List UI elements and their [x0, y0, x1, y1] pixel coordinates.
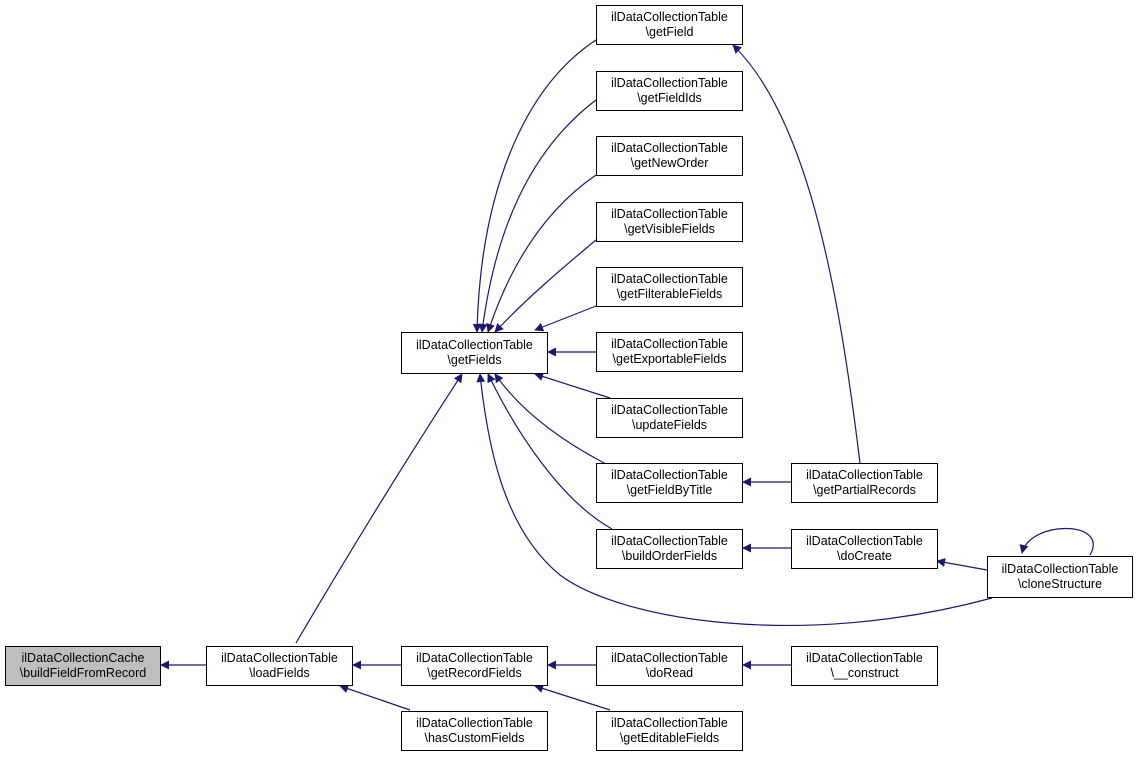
edge-updateFields-getFields — [534, 372, 611, 399]
node-method-label: \buildFieldFromRecord — [19, 666, 147, 680]
node-method-label: \getFilterableFields — [616, 287, 723, 301]
edge-getNewOrder-getFields — [486, 174, 597, 333]
node-construct[interactable]: ilDataCollectionTable \__construct — [791, 646, 938, 686]
edge-hasCustomFields-loadFields — [339, 684, 411, 711]
node-method-label: \getExportableFields — [612, 352, 727, 366]
node-class-label: ilDataCollectionTable — [416, 716, 533, 730]
node-method-label: \getRecordFields — [427, 666, 522, 680]
node-method-label: \getPartialRecords — [813, 483, 916, 497]
edge-buildOrderFields-getFields — [487, 373, 613, 530]
node-method-label: \getField — [645, 25, 694, 39]
node-loadFields[interactable]: ilDataCollectionTable \loadFields — [206, 646, 353, 686]
node-class-label: ilDataCollectionTable — [1001, 562, 1119, 576]
node-doCreate[interactable]: ilDataCollectionTable \doCreate — [791, 529, 938, 569]
node-class-label: ilDataCollectionTable — [806, 468, 923, 482]
node-class-label: ilDataCollectionTable — [221, 651, 338, 665]
node-getFilterableFields[interactable]: ilDataCollectionTable \getFilterableFiel… — [596, 267, 743, 307]
node-hasCustomFields[interactable]: ilDataCollectionTable \hasCustomFields — [401, 711, 548, 751]
node-method-label: \cloneStructure — [1017, 577, 1103, 591]
edge-cloneStructure-getFields — [476, 373, 993, 627]
node-class-label: ilDataCollectionTable — [416, 338, 533, 352]
edge-cloneStructure-self-loop — [1019, 527, 1094, 556]
node-class-label: ilDataCollectionTable — [611, 10, 728, 24]
edge-getField-getFields — [472, 39, 597, 333]
edge-getFieldByTitle-getFields — [494, 373, 607, 465]
edge-getPartialRecords-getField — [732, 44, 861, 464]
node-getPartialRecords[interactable]: ilDataCollectionTable \getPartialRecords — [791, 463, 938, 503]
node-doRead[interactable]: ilDataCollectionTable \doRead — [596, 646, 743, 686]
node-cloneStructure[interactable]: ilDataCollectionTable \cloneStructure — [987, 556, 1133, 598]
node-getNewOrder[interactable]: ilDataCollectionTable \getNewOrder — [596, 136, 743, 176]
node-getFields[interactable]: ilDataCollectionTable \getFields — [401, 332, 548, 374]
edge-getFilterableFields-getFields — [534, 305, 597, 332]
node-method-label: \doCreate — [837, 549, 892, 563]
node-class-label: ilDataCollectionTable — [611, 76, 728, 90]
edge-getFieldIds-getFields — [478, 99, 597, 333]
node-method-label: \loadFields — [249, 666, 310, 680]
node-class-label: ilDataCollectionTable — [611, 207, 728, 221]
node-getFieldByTitle[interactable]: ilDataCollectionTable \getFieldByTitle — [596, 463, 743, 503]
node-class-label: ilDataCollectionTable — [611, 651, 728, 665]
node-class-label: ilDataCollectionTable — [611, 337, 728, 351]
node-getRecordFields[interactable]: ilDataCollectionTable \getRecordFields — [401, 646, 548, 686]
node-method-label: \__construct — [830, 666, 899, 680]
node-getField[interactable]: ilDataCollectionTable \getField — [596, 5, 743, 45]
node-class-label: ilDataCollectionTable — [806, 651, 923, 665]
edge-cloneStructure-doCreate — [936, 558, 988, 571]
node-class-label: ilDataCollectionTable — [611, 272, 728, 286]
node-method-label: \updateFields — [631, 418, 708, 432]
node-class-label: ilDataCollectionTable — [806, 534, 923, 548]
node-class-label: ilDataCollectionTable — [416, 651, 533, 665]
node-method-label: \getEditableFields — [619, 731, 720, 745]
edge-getVisibleFields-getFields — [494, 239, 597, 333]
node-class-label: ilDataCollectionTable — [611, 141, 728, 155]
node-class-label: ilDataCollectionTable — [611, 716, 728, 730]
node-method-label: \getVisibleFields — [624, 222, 715, 236]
node-buildOrderFields[interactable]: ilDataCollectionTable \buildOrderFields — [596, 529, 743, 569]
node-class-label: ilDataCollectionTable — [611, 403, 728, 417]
node-getVisibleFields[interactable]: ilDataCollectionTable \getVisibleFields — [596, 202, 743, 242]
node-method-label: \getFieldByTitle — [626, 483, 713, 497]
node-method-label: \buildOrderFields — [621, 549, 718, 563]
node-method-label: \getFieldIds — [637, 91, 702, 105]
node-getEditableFields[interactable]: ilDataCollectionTable \getEditableFields — [596, 711, 743, 751]
node-buildFieldFromRecord[interactable]: ilDataCollectionCache \buildFieldFromRec… — [5, 646, 161, 686]
node-method-label: \hasCustomFields — [424, 731, 525, 745]
node-class-label: ilDataCollectionTable — [611, 468, 728, 482]
node-method-label: \getFields — [447, 353, 502, 367]
node-getExportableFields[interactable]: ilDataCollectionTable \getExportableFiel… — [596, 332, 743, 372]
node-method-label: \doRead — [645, 666, 694, 680]
node-class-label: ilDataCollectionCache — [21, 651, 145, 665]
node-updateFields[interactable]: ilDataCollectionTable \updateFields — [596, 398, 743, 438]
edge-getEditableFields-getRecordFields — [534, 684, 611, 711]
edge-loadFields-getFields — [295, 373, 463, 644]
node-method-label: \getNewOrder — [630, 156, 709, 170]
node-class-label: ilDataCollectionTable — [611, 534, 728, 548]
node-getFieldIds[interactable]: ilDataCollectionTable \getFieldIds — [596, 71, 743, 111]
